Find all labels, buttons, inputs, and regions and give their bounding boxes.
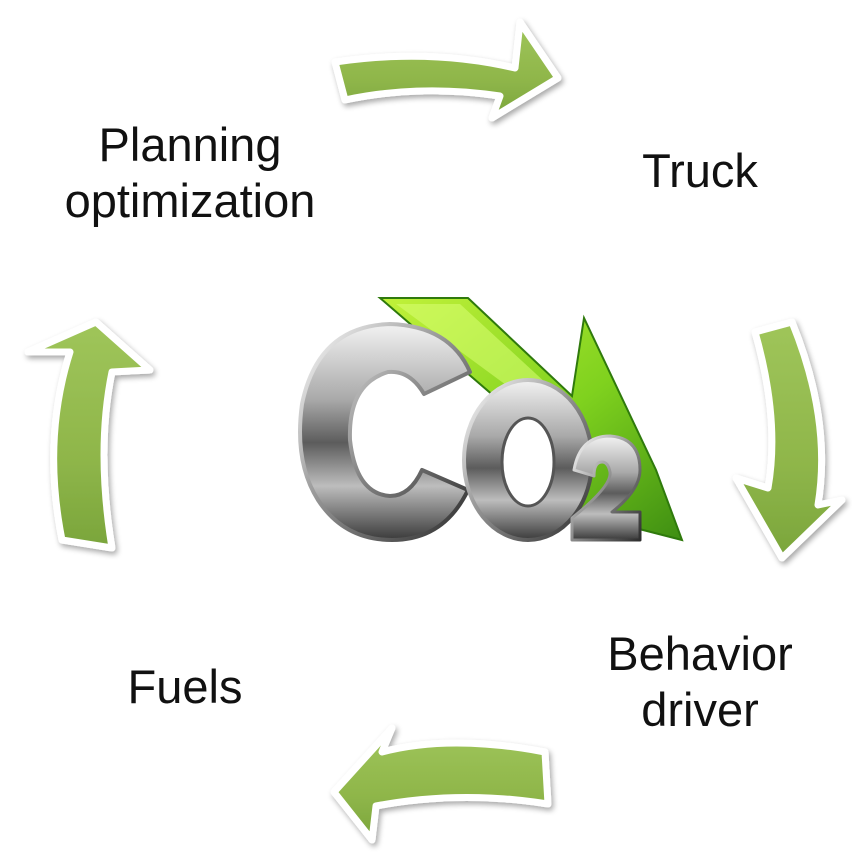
co2-letter-o — [462, 378, 594, 542]
node-behavior-driver: Behavior driver — [570, 626, 830, 738]
co2-reduction-graphic — [298, 297, 684, 542]
node-truck: Truck — [590, 143, 810, 199]
node-planning-line-1: Planning — [98, 118, 282, 171]
node-fuels: Fuels — [90, 659, 280, 715]
cycle-arrow-left — [24, 318, 154, 552]
co2-letter-c — [298, 322, 472, 542]
node-truck-line-1: Truck — [642, 144, 758, 197]
node-planning-line-2: optimization — [64, 174, 316, 227]
node-behavior-line-1: Behavior — [607, 627, 793, 680]
node-planning-optimization: Planning optimization — [30, 117, 350, 229]
co2-subscript-2 — [570, 434, 642, 542]
cycle-arrow-right — [732, 318, 846, 562]
cycle-arrow-top — [331, 18, 562, 122]
cycle-arrow-bottom — [330, 724, 552, 844]
node-fuels-line-1: Fuels — [127, 660, 243, 713]
node-behavior-line-2: driver — [641, 683, 759, 736]
